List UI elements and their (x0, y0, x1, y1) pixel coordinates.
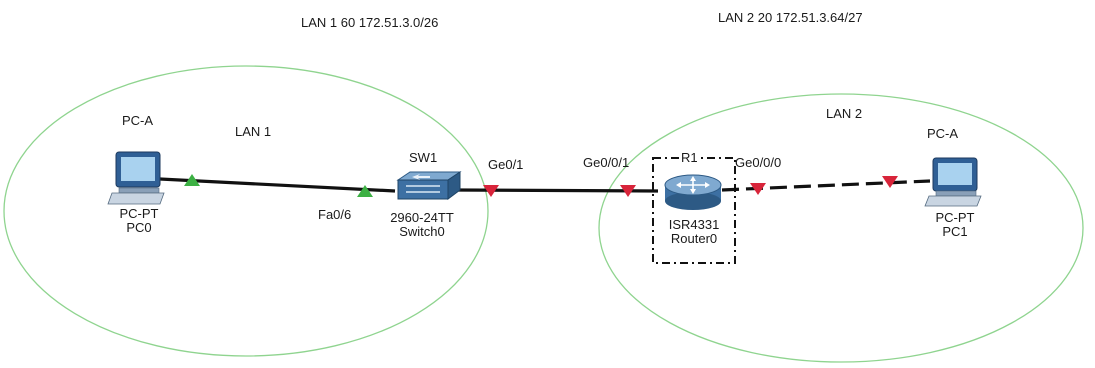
lan1-subnet-header: LAN 1 60 172.51.3.0/26 (301, 15, 439, 30)
lan1-zone-label: LAN 1 (235, 124, 272, 139)
router-name-label: Router0 (670, 231, 718, 246)
link-up-indicator-fa0-6 (357, 185, 373, 197)
switch-host-label: SW1 (409, 150, 438, 165)
pc1-icon[interactable] (924, 157, 982, 207)
lan1-boundary (3, 65, 489, 357)
link-down-indicator-pc1 (882, 176, 898, 188)
port-label-ge0-1: Ge0/1 (488, 157, 524, 172)
port-label-ge0-0-1: Ge0/0/1 (583, 155, 630, 170)
pc1-name-label: PC1 (942, 224, 968, 239)
pc1-model-label: PC-PT (935, 210, 975, 225)
lan2-zone-label: LAN 2 (826, 106, 863, 121)
pc0-name-label: PC0 (126, 220, 152, 235)
lan2-boundary (598, 93, 1084, 363)
router-model-label: ISR4331 (668, 217, 720, 232)
link-down-indicator-ge0-0-0 (750, 183, 766, 195)
router-selection-box (652, 157, 736, 264)
switch-icon[interactable] (396, 171, 462, 200)
switch-name-label: Switch0 (399, 224, 445, 239)
link-pc0-switch0[interactable] (159, 177, 396, 193)
lan2-subnet-header: LAN 2 20 172.51.3.64/27 (718, 10, 863, 25)
router-host-label: R1 (679, 150, 700, 166)
pc0-host-label: PC-A (122, 113, 154, 128)
switch-model-label: 2960-24TT (390, 210, 454, 225)
router-icon[interactable] (664, 174, 722, 210)
pc0-icon[interactable] (107, 151, 165, 205)
port-label-ge0-0-0: Ge0/0/0 (735, 155, 782, 170)
link-down-indicator-ge0-1 (483, 185, 499, 197)
link-down-indicator-ge0-0-1 (620, 185, 636, 197)
pc0-model-label: PC-PT (119, 206, 159, 221)
pc1-host-label: PC-A (927, 126, 959, 141)
link-up-indicator-pc0 (184, 174, 200, 186)
port-label-fa0-6: Fa0/6 (318, 207, 352, 222)
